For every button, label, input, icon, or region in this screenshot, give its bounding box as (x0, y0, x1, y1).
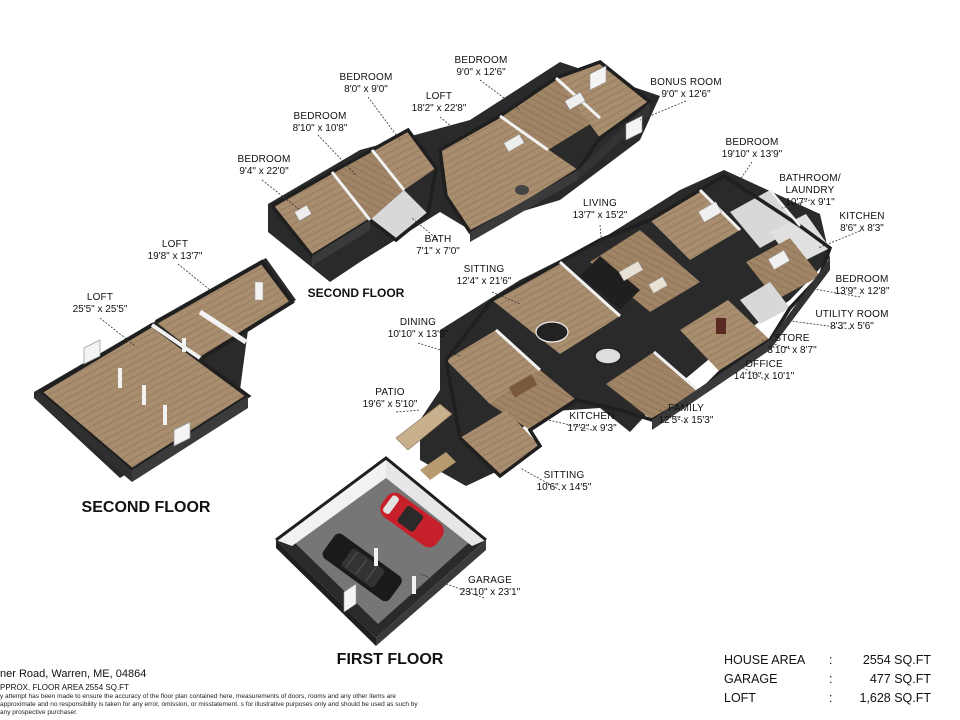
second-floor-loft-plan (34, 258, 296, 482)
second-floor-plan (268, 60, 660, 282)
room-label-sitting-10: SITTING 10'6" x 14'5" (536, 470, 592, 493)
sitting-12-floor (492, 262, 620, 354)
room-label-loft-18: LOFT 18'2" x 22'8" (411, 91, 467, 114)
room-label-patio: PATIO 19'6" x 5'10" (362, 387, 418, 410)
room-label-office: OFFICE 14'10" x 10'1" (733, 359, 795, 382)
area-row-loft: LOFT : 1,628 SQ.FT (724, 690, 931, 705)
room-label-dining: DINING 10'10" x 13'9" (387, 317, 449, 340)
living-floor (590, 230, 700, 312)
bedroom-8-0-floor (372, 130, 436, 190)
bedroom-13-floor (746, 238, 820, 300)
floor-title-first: FIRST FLOOR (336, 651, 444, 668)
property-address: ner Road, Warren, ME, 04864 (0, 668, 147, 680)
area-row-garage: GARAGE : 477 SQ.FT (724, 671, 931, 686)
bath-floor (370, 190, 428, 240)
room-label-bedroom-9-0: BEDROOM 9'0" x 12'6" (454, 55, 508, 78)
room-label-kitchen-17: KITCHEN 17'2" x 9'3" (567, 411, 617, 434)
disclaimer-text: y attempt has been made to ensure the ac… (0, 693, 418, 716)
area-row-house: HOUSE AREA : 2554 SQ.FT (724, 652, 931, 667)
room-label-utility-room: UTILITY ROOM 8'3" x 5'6" (815, 309, 889, 332)
room-label-loft-25: LOFT 25'5" x 25'5" (72, 292, 128, 315)
garage-floor (292, 474, 472, 624)
black-car (322, 533, 402, 602)
leader-lines (99, 79, 861, 599)
kitchen-17-floor (490, 370, 576, 430)
room-label-bedroom-19: BEDROOM 19'10" x 13'9" (721, 137, 783, 160)
round-rug (535, 321, 569, 343)
room-label-kitchen-8: KITCHEN 8'6" x 8'3" (839, 211, 885, 234)
patio-deck (395, 403, 453, 451)
room-label-bedroom-13: BEDROOM 13'9" x 12'8" (834, 274, 890, 297)
family-floor (606, 352, 700, 420)
room-label-garage: GARAGE 23'10" x 23'1" (459, 575, 521, 598)
garage-plan (275, 456, 487, 646)
room-label-living: LIVING 13'7" x 15'2" (572, 198, 628, 221)
room-label-bedroom-8-10: BEDROOM 8'10" x 10'8" (292, 111, 348, 134)
room-label-bath: BATH 7'1" x 7'0" (416, 234, 460, 257)
room-label-bedroom-8-0: BEDROOM 8'0" x 9'0" (339, 72, 393, 95)
area-summary-table: HOUSE AREA : 2554 SQ.FT GARAGE : 477 SQ.… (724, 650, 931, 707)
red-car (380, 492, 444, 548)
loft-18-floor (440, 116, 578, 232)
bonus-room-floor (556, 62, 650, 138)
floor-title-second-left: SECOND FLOOR (81, 499, 211, 516)
utility-floor (740, 282, 790, 324)
room-label-family: FAMILY 12'5" x 15'3" (658, 403, 714, 426)
approx-floor-area: PPROX. FLOOR AREA 2554 SQ.FT (0, 683, 129, 692)
floor-title-second-top: SECOND FLOOR (307, 286, 405, 300)
room-label-sitting-12: SITTING 12'4" x 21'6" (456, 264, 512, 287)
room-label-store: STORE 3'10" x 8'7" (767, 333, 817, 356)
room-label-bedroom-9-4: BEDROOM 9'4" x 22'0" (237, 154, 291, 177)
room-label-bonus-room: BONUS ROOM 9'0" x 12'6" (650, 77, 722, 100)
room-label-loft-19: LOFT 19'8" x 13'7" (147, 239, 203, 262)
room-label-bathroom-laundry: BATHROOM/ LAUNDRY 10'7" x 9'1" (779, 173, 841, 208)
first-floor-plan (395, 170, 833, 486)
